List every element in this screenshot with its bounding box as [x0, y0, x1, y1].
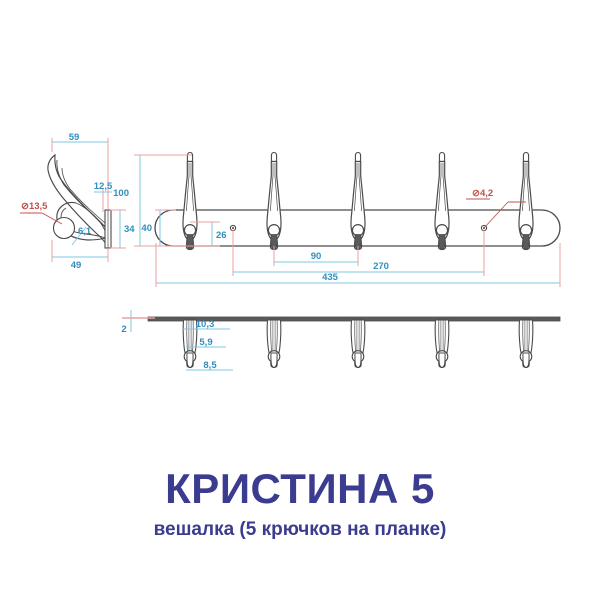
dimension-label-435: 435 — [322, 272, 339, 283]
dimension-59: 59 — [51, 132, 109, 210]
top-view-group: 2 10,3 5,9 8,5 — [121, 310, 561, 371]
dimension-270: 270 — [232, 230, 485, 276]
hook-2 — [266, 151, 282, 251]
dimension-label-26: 26 — [216, 230, 227, 241]
dimension-49: 49 — [51, 240, 109, 271]
dimension-5-9: 5,9 — [186, 337, 226, 348]
hook-4 — [434, 151, 450, 251]
dimension-13-5: ⊘13,5 — [20, 201, 63, 225]
dimension-label-4-2: ⊘4,2 — [472, 188, 493, 199]
top-view-hook-2 — [266, 319, 282, 369]
side-view-group: 59 12,5 ⊘13,5 6,1 — [20, 132, 135, 271]
dimension-10-3: 10,3 — [182, 319, 230, 330]
dimension-4-2: ⊘4,2 — [466, 188, 526, 229]
product-title: КРИСТИНА 5 — [165, 465, 435, 512]
top-view-hook-5 — [518, 319, 534, 369]
dimension-label-5-9: 5,9 — [199, 337, 212, 348]
title-block: КРИСТИНА 5 вешалка (5 крючков на планке) — [0, 468, 600, 541]
dimension-40: 40 — [141, 209, 176, 247]
dimension-34: 34 — [110, 209, 135, 249]
dimension-26: 26 — [190, 221, 227, 247]
dimension-label-100: 100 — [113, 188, 129, 199]
dimension-label-10-3: 10,3 — [196, 319, 215, 330]
dimension-8-5: 8,5 — [186, 360, 233, 371]
mounting-hole-1-center — [232, 227, 234, 229]
dimension-label-6-1: 6,1 — [78, 226, 92, 237]
front-view-group: 100 40 26 ⊘4,2 — [113, 151, 561, 287]
dimension-2: 2 — [121, 310, 155, 335]
dimension-label-13-5: ⊘13,5 — [21, 201, 48, 212]
top-view-hook-3 — [350, 319, 366, 369]
product-subtitle: вешалка (5 крючков на планке) — [153, 519, 447, 540]
dimension-12-5: 12,5 — [94, 181, 113, 212]
top-view-hook-4 — [434, 319, 450, 369]
dimension-label-12-5: 12,5 — [94, 181, 113, 192]
dimension-label-34: 34 — [124, 224, 135, 235]
dimension-6-1: 6,1 — [71, 226, 92, 246]
dimension-label-2: 2 — [121, 324, 126, 335]
dimension-90: 90 — [273, 246, 359, 266]
dimension-label-90: 90 — [311, 251, 322, 262]
hook-5 — [518, 151, 534, 251]
dimension-label-40: 40 — [141, 223, 152, 234]
hook-3 — [350, 151, 366, 251]
dimension-435: 435 — [155, 243, 561, 287]
dimension-label-270: 270 — [373, 261, 389, 272]
hook-1 — [182, 151, 198, 251]
dimension-label-59: 59 — [69, 132, 80, 143]
dimension-label-8-5: 8,5 — [203, 360, 217, 371]
dimension-label-49: 49 — [71, 260, 82, 271]
